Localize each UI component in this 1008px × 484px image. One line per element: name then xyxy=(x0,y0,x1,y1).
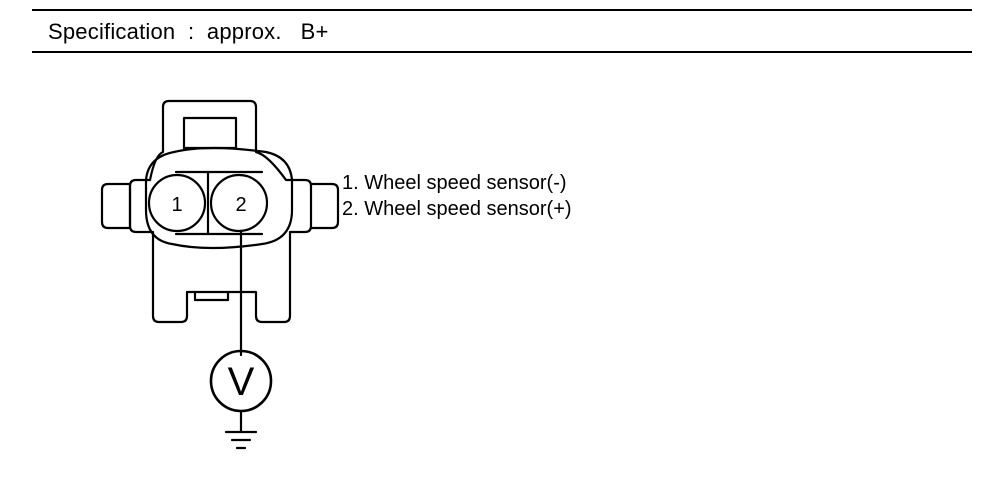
specification-line: Specification : approx. B+ xyxy=(48,19,329,45)
pin-1-label: 1 xyxy=(171,194,182,216)
legend-item-pin-2: 2. Wheel speed sensor(+) xyxy=(342,198,572,220)
pin-legend: 1. Wheel speed sensor(-) 2. Wheel speed … xyxy=(342,170,572,222)
top-rule xyxy=(32,9,972,11)
voltmeter-symbol: V xyxy=(228,360,255,404)
connector-latch xyxy=(182,116,238,150)
specification-separator: : xyxy=(187,19,195,44)
pin-2-label: 2 xyxy=(235,194,246,216)
bottom-rule xyxy=(32,51,972,53)
connector-left-lug xyxy=(100,182,132,230)
specification-label: Specification xyxy=(48,19,176,44)
legend-item-pin-1: 1. Wheel speed sensor(-) xyxy=(342,172,567,194)
pin-1-circle xyxy=(147,173,207,233)
ground-icon xyxy=(224,430,258,450)
connector-right-lug xyxy=(309,182,340,230)
connector-key xyxy=(193,290,230,302)
specification-value: approx. B+ xyxy=(206,19,329,44)
pin-divider xyxy=(174,170,264,236)
pin-2-circle xyxy=(209,173,269,233)
connector-housing xyxy=(128,99,313,324)
connector-cavity xyxy=(144,146,294,250)
